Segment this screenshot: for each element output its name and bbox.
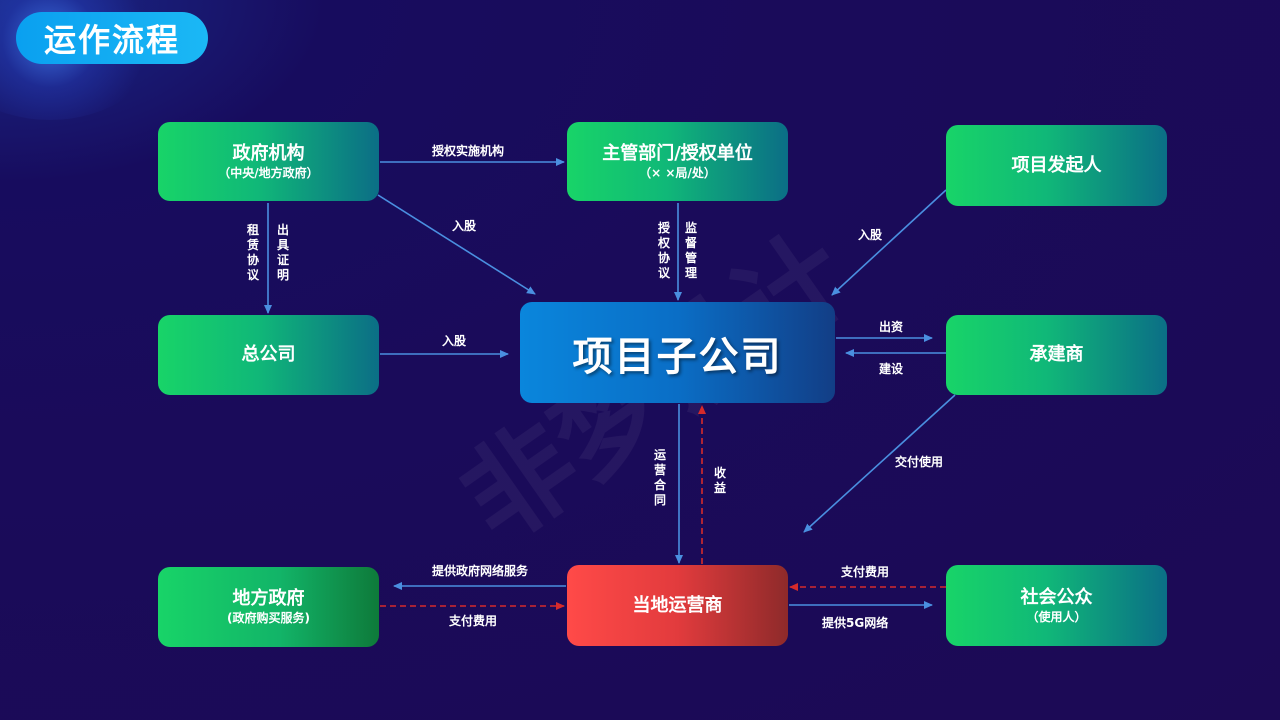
edge-label-hq-sub: 入股 (442, 334, 467, 348)
edge-label-delivery: 交付使用 (895, 455, 944, 469)
node-authority-title: 主管部门/授权单位 (602, 142, 753, 164)
node-public[interactable]: 社会公众 （使用人） (946, 565, 1167, 646)
node-local-government-title: 地方政府 (232, 588, 305, 609)
edge-label-auth-sub-a: 授权协议 (657, 221, 670, 280)
edge-label-operator-localgov: 提供政府网络服务 (432, 564, 529, 578)
node-contractor[interactable]: 承建商 (946, 315, 1167, 395)
edge-label-public-operator: 支付费用 (841, 565, 890, 579)
node-headquarters[interactable]: 总公司 (158, 315, 379, 395)
edge-label-contractor-sub: 建设 (879, 362, 904, 376)
edge-label-gov-authority: 授权实施机构 (432, 144, 505, 158)
edge-label-sponsor-sub: 入股 (858, 228, 883, 242)
node-public-title: 社会公众 (1020, 586, 1093, 608)
edge-label-operator-sub: 收益 (713, 466, 726, 495)
edge-label-auth-sub-b: 监督管理 (684, 221, 697, 280)
node-operator-title: 当地运营商 (632, 594, 723, 616)
node-government-title: 政府机构 (232, 142, 305, 164)
edge-label-gov-hq-b: 出具证明 (276, 223, 289, 282)
node-local-government[interactable]: 地方政府 (政府购买服务) (158, 567, 379, 647)
edge-sponsor-subsidiary (831, 189, 947, 296)
edge-label-sub-operator: 运营合同 (653, 448, 666, 507)
node-operator[interactable]: 当地运营商 (567, 565, 788, 646)
node-public-sub: （使用人） (1026, 609, 1087, 624)
node-government-sub: （中央/地方政府） (218, 165, 319, 180)
edge-contractor-delivery (803, 394, 956, 533)
node-authority[interactable]: 主管部门/授权单位 （× ×局/处） (567, 122, 788, 201)
node-authority-sub: （× ×局/处） (639, 165, 716, 180)
node-headquarters-title: 总公司 (241, 344, 296, 365)
node-sponsor-title: 项目发起人 (1011, 154, 1102, 176)
edge-label-sub-contractor: 出资 (879, 320, 904, 334)
node-local-government-sub: (政府购买服务) (227, 611, 310, 625)
node-subsidiary[interactable]: 项目子公司 (520, 302, 835, 403)
node-subsidiary-title: 项目子公司 (572, 333, 783, 380)
page-title: 运作流程 (16, 12, 208, 64)
node-contractor-title: 承建商 (1029, 344, 1084, 365)
edge-label-operator-public: 提供5G网络 (822, 616, 889, 630)
edge-gov-subsidiary (377, 194, 536, 295)
node-sponsor[interactable]: 项目发起人 (946, 125, 1167, 206)
node-government[interactable]: 政府机构 （中央/地方政府） (158, 122, 379, 201)
edge-label-gov-subsidiary: 入股 (452, 219, 477, 233)
edge-label-gov-hq-a: 租赁协议 (246, 223, 259, 282)
edge-label-localgov-operator: 支付费用 (449, 614, 498, 628)
